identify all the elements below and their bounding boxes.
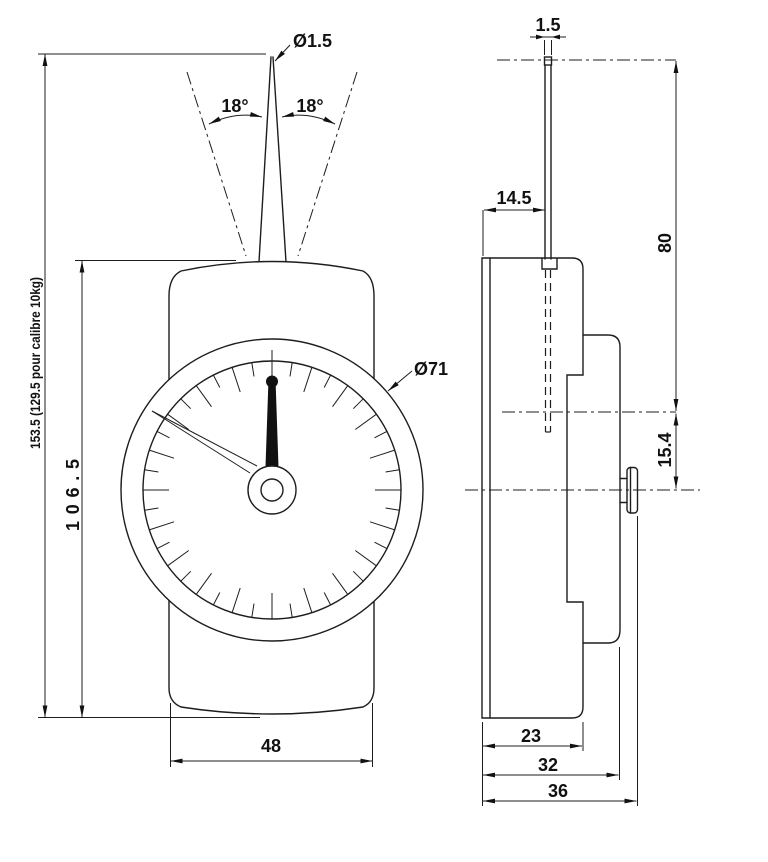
dial-tick [156, 430, 170, 439]
housing-depth-label: 32 [538, 755, 558, 775]
body-width-dimension: 48 [170, 703, 373, 767]
body-depth-label: 23 [521, 726, 541, 746]
tip-diameter-dimension: Ø1.5 [274, 31, 332, 62]
drag-pointer-edge [151, 410, 251, 474]
dial-tick [303, 587, 313, 613]
angle-right-label: 18° [296, 96, 323, 116]
body-height-dimension: 106.5 [63, 260, 236, 718]
needle-hub-bore [260, 478, 284, 502]
dial-tick [251, 362, 255, 377]
dial-tick [231, 367, 241, 393]
dial [120, 338, 424, 642]
dial-tick [195, 385, 212, 407]
dial-tick [180, 570, 192, 582]
tip-diameter-label: Ø1.5 [293, 31, 332, 51]
dial-diameter-dimension: Ø71 [387, 359, 448, 392]
overall-height-label: 153.5 (129.5 pour calibre 10kg) [27, 277, 43, 449]
dial-tick [385, 469, 400, 473]
needle-swing-limit-right-line [297, 71, 358, 257]
depth-dimensions: 23 32 36 [482, 516, 638, 806]
dial-tick [167, 413, 189, 430]
swing-angle-dimension: 18° 18° [208, 96, 336, 125]
dial-tick [167, 550, 189, 567]
overall-height-dimension: 153.5 (129.5 pour calibre 10kg) [27, 53, 266, 718]
knob-cap [626, 466, 639, 514]
dial-tick [385, 507, 400, 511]
dial-diameter-leader [387, 370, 413, 392]
drag-pointer-edge [151, 410, 258, 467]
knob-offset-dimension: 15.4 [655, 413, 679, 489]
rod-length-dimension: 80 [655, 61, 679, 411]
adjustment-knob [619, 466, 639, 514]
dial-tick [231, 587, 241, 613]
dial-tick [303, 367, 313, 393]
angle-arc-right [281, 111, 336, 125]
dial-tick [289, 362, 293, 377]
overall-depth-label: 36 [548, 781, 568, 801]
dial-tick [180, 398, 192, 410]
side-needle-rod [543, 56, 553, 433]
dial-tick [144, 469, 159, 473]
front-view: 18° 18° Ø1.5 Ø71 153.5 (129.5 pour calib… [27, 31, 448, 767]
needle-swing-limit-left-line [186, 71, 247, 257]
dial-tick [149, 449, 175, 459]
dial-needle [265, 350, 279, 467]
angle-arc-left [208, 111, 263, 125]
rod-end-cap [543, 56, 553, 66]
dial-tick [352, 398, 364, 410]
dial-diameter-label: Ø71 [414, 359, 448, 379]
knob-offset-label: 15.4 [655, 432, 675, 467]
rod-offset-label: 14.5 [496, 188, 531, 208]
dial-housing-outline [582, 334, 621, 644]
dimension-arrow [551, 34, 560, 40]
dial-tick [212, 592, 221, 606]
rod-offset-dimension: 14.5 [482, 188, 545, 256]
body-height-label: 106.5 [63, 459, 83, 531]
dial-tick [332, 385, 349, 407]
dial-tick [355, 413, 377, 430]
rod-length-label: 80 [655, 233, 675, 253]
body-width-label: 48 [261, 736, 281, 756]
dial-tick [369, 449, 395, 459]
needle-upper [258, 56, 287, 263]
dial-tick [369, 521, 395, 531]
drag-pointer [151, 410, 258, 474]
dial-tick [355, 550, 377, 567]
dimension-arrow [536, 34, 545, 40]
dial-tick [251, 603, 255, 618]
rod-width-dimension: 1.5 [530, 15, 566, 55]
dial-tick-group [143, 362, 401, 619]
angle-left-label: 18° [221, 96, 248, 116]
dial-tick [374, 430, 388, 439]
needle-right-edge [272, 56, 287, 263]
needle-left-edge [258, 56, 272, 263]
side-body [481, 257, 621, 719]
dial-tick [374, 541, 388, 550]
dial-tick [144, 507, 159, 511]
tip-diameter-leader [274, 44, 291, 62]
dial-tick [212, 374, 221, 388]
rod-width-label: 1.5 [535, 15, 560, 35]
dial-tick [156, 541, 170, 550]
dial-tick [323, 592, 332, 606]
side-body-outline [481, 257, 584, 719]
dial-tick [289, 603, 293, 618]
needle-blade [265, 379, 279, 467]
side-view: 1.5 14.5 80 15.4 23 32 [465, 15, 700, 806]
dial-tick [352, 570, 364, 582]
dial-tick [323, 374, 332, 388]
dial-tick [332, 573, 349, 595]
dial-tick [149, 521, 175, 531]
dial-tick [195, 573, 212, 595]
